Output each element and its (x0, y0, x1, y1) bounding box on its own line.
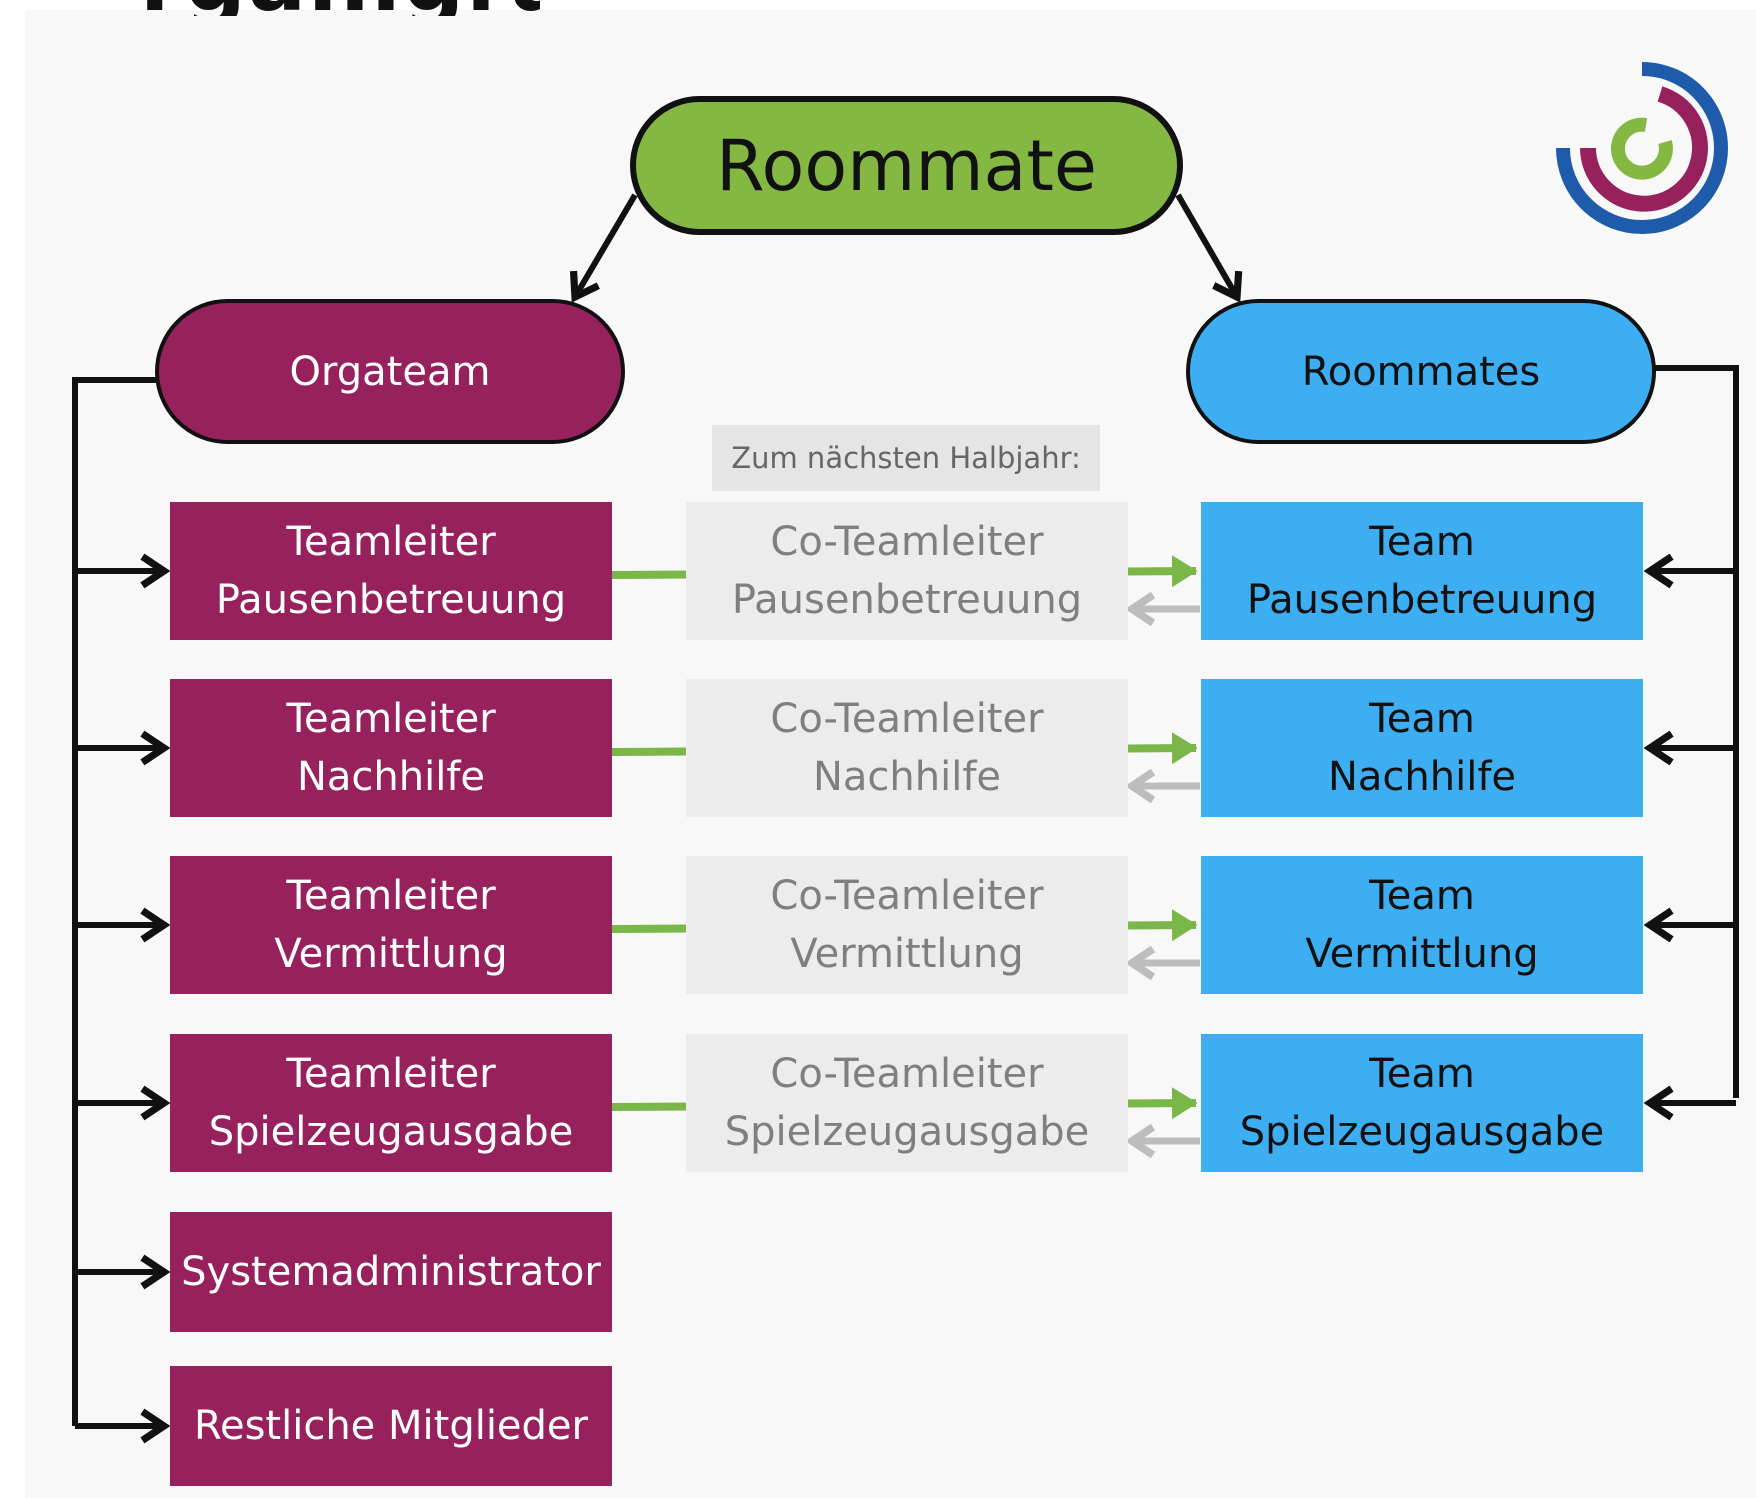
team-box-vermittlung: Team Vermittlung (1201, 856, 1643, 994)
next-semester-note-text: Zum nächsten Halbjahr: (731, 441, 1081, 475)
lead-box-nachhilfe: Teamleiter Nachhilfe (170, 679, 612, 817)
team-label: Team Spielzeugausgabe (1239, 1051, 1605, 1155)
root-node: Roommate (630, 96, 1183, 235)
lead-label: Teamleiter Spielzeugausgabe (208, 1051, 574, 1155)
lead-label: Teamleiter Nachhilfe (286, 696, 496, 800)
lead-label: Teamleiter Vermittlung (274, 873, 508, 977)
co-box-spielzeugausgabe: Co-Teamleiter Spielzeugausgabe (686, 1034, 1128, 1172)
lead-label: Teamleiter Pausenbetreuung (215, 519, 567, 623)
team-box-spielzeugausgabe: Team Spielzeugausgabe (1201, 1034, 1643, 1172)
page-heading-text: rganigra (140, 0, 540, 16)
co-box-nachhilfe: Co-Teamleiter Nachhilfe (686, 679, 1128, 817)
restliche-mitglieder-box: Restliche Mitglieder (170, 1366, 612, 1486)
co-box-pausenbetreuung: Co-Teamleiter Pausenbetreuung (686, 502, 1128, 640)
ring-logo-icon (1556, 62, 1728, 234)
role-label: Systemadministrator (181, 1249, 601, 1295)
orgateam-trunk-line (72, 377, 157, 1426)
systemadministrator-box: Systemadministrator (170, 1212, 612, 1332)
orgateam-tree-connectors (72, 377, 171, 1444)
team-label: Team Pausenbetreuung (1246, 519, 1598, 623)
root-label: Roommate (716, 124, 1097, 207)
arrow-root-to-roommates (1175, 193, 1243, 303)
lead-box-pausenbetreuung: Teamleiter Pausenbetreuung (170, 502, 612, 640)
lead-box-spielzeugausgabe: Teamleiter Spielzeugausgabe (170, 1034, 612, 1172)
role-label: Restliche Mitglieder (193, 1403, 588, 1449)
lead-box-vermittlung: Teamleiter Vermittlung (170, 856, 612, 994)
page-heading-cropped: rganigra (140, 0, 540, 16)
orgateam-node: Orgateam (155, 299, 625, 444)
orgateam-label: Orgateam (289, 348, 491, 395)
arrow-root-to-orgateam (569, 193, 638, 303)
team-label: Team Vermittlung (1305, 873, 1539, 977)
next-semester-note: Zum nächsten Halbjahr: (712, 425, 1100, 491)
co-label: Co-Teamleiter Vermittlung (770, 873, 1044, 977)
co-label: Co-Teamleiter Pausenbetreuung (731, 519, 1083, 623)
co-label: Co-Teamleiter Nachhilfe (770, 696, 1044, 800)
roommates-label: Roommates (1301, 348, 1541, 395)
co-label: Co-Teamleiter Spielzeugausgabe (724, 1051, 1090, 1155)
team-box-nachhilfe: Team Nachhilfe (1201, 679, 1643, 817)
team-box-pausenbetreuung: Team Pausenbetreuung (1201, 502, 1643, 640)
co-box-vermittlung: Co-Teamleiter Vermittlung (686, 856, 1128, 994)
roommates-trunk-line (1654, 365, 1739, 1098)
roommates-node: Roommates (1186, 299, 1656, 444)
team-label: Team Nachhilfe (1327, 696, 1517, 800)
roommates-tree-connectors (1643, 365, 1739, 1121)
